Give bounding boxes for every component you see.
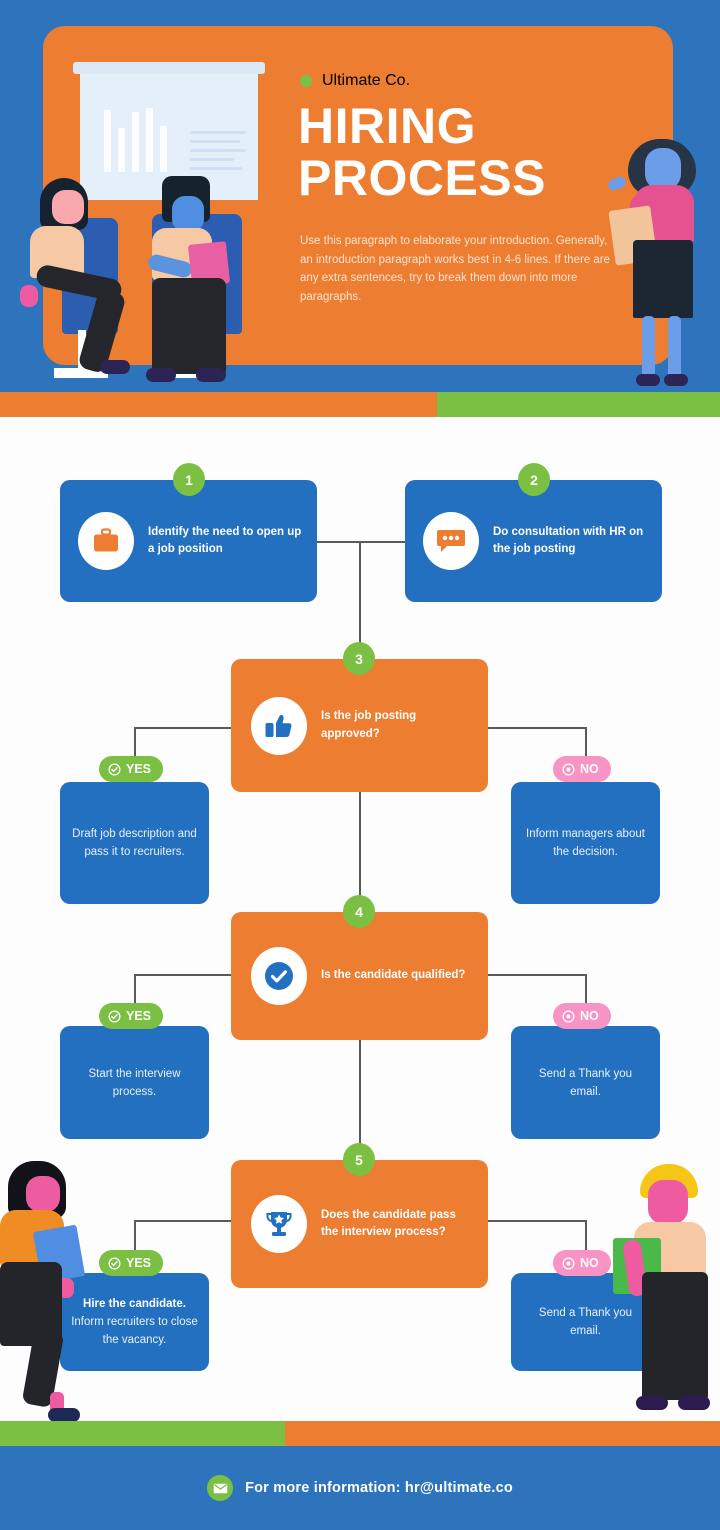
step-4-number: 4 <box>355 903 363 920</box>
header-banner: Ultimate Co. HIRING PROCESS Use this par… <box>0 0 720 392</box>
connector-3-no-h <box>488 727 586 729</box>
step-3-node[interactable]: Is the job posting approved? <box>231 659 488 792</box>
trophy-icon <box>251 1195 307 1253</box>
footer-contact-text: For more information: hr@ultimate.co <box>245 1480 513 1496</box>
step-3-yes-badge: YES <box>99 756 164 782</box>
check-badge-icon <box>251 947 307 1005</box>
step-3-number: 3 <box>355 650 363 667</box>
step-3-no-node[interactable]: Inform managers about the decision. <box>511 782 660 904</box>
header-divider-orange <box>0 392 437 417</box>
step-3-text: Is the job posting approved? <box>321 710 417 740</box>
step-5-yes-label: YES <box>126 1256 152 1270</box>
page-title-line2: PROCESS <box>298 150 547 206</box>
connector-5-yes-h <box>134 1220 231 1222</box>
footer-bar: For more information: hr@ultimate.co <box>0 1446 720 1530</box>
step-3-yes-node[interactable]: Draft job description and pass it to rec… <box>60 782 209 904</box>
step-5-yes-text-bold: Hire the candidate. <box>83 1298 186 1310</box>
page-title-line1: HIRING <box>298 98 476 154</box>
green-dot-icon <box>300 75 312 87</box>
step-5-yes-body: Hire the candidate. Inform recruiters to… <box>68 1295 201 1349</box>
connector-4-yes-h <box>134 974 231 976</box>
step-4-number-badge: 4 <box>343 895 375 928</box>
brand: Ultimate Co. <box>300 72 410 90</box>
check-circle-icon <box>108 1009 121 1023</box>
step-2-text: Do consultation with HR on the job posti… <box>493 525 644 556</box>
step-1-number-badge: 1 <box>173 463 205 496</box>
step-5-node[interactable]: Does the candidate pass the interview pr… <box>231 1160 488 1288</box>
step-4-node[interactable]: Is the candidate qualified? <box>231 912 488 1040</box>
step-2-number-badge: 2 <box>518 463 550 496</box>
connector-4-no-h <box>488 974 586 976</box>
x-circle-icon <box>562 1256 575 1270</box>
step-5-text: Does the candidate pass the interview pr… <box>321 1208 456 1239</box>
step-3-yes-label: YES <box>126 762 152 776</box>
step-4-no-label: NO <box>580 1009 599 1023</box>
connector-4-no-v <box>585 974 587 1026</box>
step-3-no-badge: NO <box>553 756 611 782</box>
intro-paragraph: Use this paragraph to elaborate your int… <box>300 235 611 303</box>
connector-5-no-h <box>488 1220 586 1222</box>
step-5-yes-text: Inform recruiters to close the vacancy. <box>71 1316 198 1346</box>
header-divider-green <box>437 392 720 417</box>
step-5-number-badge: 5 <box>343 1143 375 1176</box>
step-1-text: Identify the need to open up a job posit… <box>148 525 302 556</box>
step-1-node[interactable]: Identify the need to open up a job posit… <box>60 480 317 602</box>
step-2-number: 2 <box>530 471 538 488</box>
step-5-yes-badge: YES <box>99 1250 164 1276</box>
step-4-text: Is the candidate qualified? <box>321 969 466 982</box>
step-4-yes-badge: YES <box>99 1003 164 1029</box>
step-3-number-badge: 3 <box>343 642 375 675</box>
connector-3-yes-h <box>134 727 231 729</box>
x-circle-icon <box>562 1009 575 1023</box>
footer-divider-green <box>0 1421 285 1446</box>
step-3-no-text: Inform managers about the decision. <box>526 828 645 858</box>
thumbs-up-icon <box>251 696 307 755</box>
step-5-no-badge: NO <box>553 1250 611 1276</box>
step-3-no-label: NO <box>580 762 599 776</box>
brand-name: Ultimate Co. <box>322 72 411 89</box>
page-title: HIRING PROCESS <box>298 100 638 204</box>
briefcase-icon <box>78 512 134 570</box>
step-5-no-label: NO <box>580 1256 599 1270</box>
step-4-yes-node[interactable]: Start the interview process. <box>60 1026 209 1139</box>
x-circle-icon <box>562 762 575 776</box>
step-5-yes-node[interactable]: Hire the candidate. Inform recruiters to… <box>60 1273 209 1371</box>
connector-3-no-v <box>585 727 587 782</box>
step-5-number: 5 <box>355 1151 363 1168</box>
connector-5-yes-v <box>134 1220 136 1273</box>
envelope-icon <box>207 1475 234 1501</box>
step-3-yes-text: Draft job description and pass it to rec… <box>72 828 197 858</box>
connector-4-yes-v <box>134 974 136 1026</box>
connector-3-yes-v <box>134 727 136 782</box>
check-circle-icon <box>108 762 121 776</box>
step-1-number: 1 <box>185 471 193 488</box>
step-4-yes-text: Start the interview process. <box>88 1067 181 1098</box>
step-4-no-node[interactable]: Send a Thank you email. <box>511 1026 660 1139</box>
step-4-no-text: Send a Thank you email. <box>538 1067 633 1098</box>
step-4-yes-label: YES <box>126 1009 152 1023</box>
step-2-node[interactable]: Do consultation with HR on the job posti… <box>405 480 662 602</box>
chat-bubble-icon <box>423 512 479 570</box>
connector-5-no-v <box>585 1220 587 1273</box>
connector-3-4 <box>359 792 361 912</box>
footer-divider-orange <box>285 1421 720 1446</box>
connector-4-5 <box>359 1040 361 1160</box>
step-4-no-badge: NO <box>553 1003 611 1029</box>
check-circle-icon <box>108 1256 121 1270</box>
flowchart: 1 Identify the need to open up a job pos… <box>0 417 720 1421</box>
step-5-no-text: Send a Thank you email. <box>538 1307 633 1337</box>
connector-to-3 <box>359 541 361 659</box>
connector-1-2 <box>317 541 410 543</box>
